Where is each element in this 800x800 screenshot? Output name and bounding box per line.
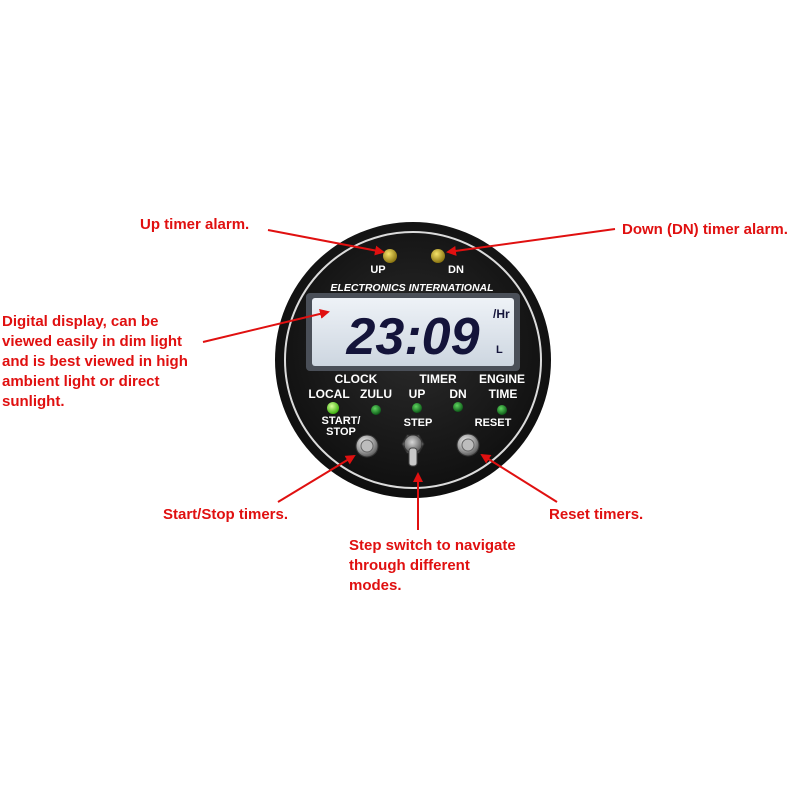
engine-time-led: [497, 405, 507, 415]
display-callout: Digital display, can be viewed easily in…: [2, 312, 188, 412]
up-alarm-led: [383, 249, 397, 263]
zulu-label: ZULU: [360, 387, 392, 401]
reset-callout: Reset timers.: [549, 506, 644, 523]
start-stop-callout: Start/Stop timers.: [163, 506, 289, 523]
display-callout-line: viewed easily in dim light: [2, 333, 183, 350]
step-callout: Step switch to navigate through differen…: [349, 536, 516, 596]
arrow-reset: [480, 453, 558, 503]
step-callout-line: through different: [349, 557, 470, 574]
reset-button[interactable]: [456, 433, 480, 457]
step-toggle-switch[interactable]: [401, 434, 425, 467]
display-callout-line: ambient light or direct: [2, 373, 160, 390]
stop-label: STOP: [326, 426, 356, 438]
arrow-up-alarm: [267, 229, 385, 256]
step-label: STEP: [404, 417, 433, 429]
timer-dn-led: [453, 402, 463, 412]
arrow-dn-alarm: [446, 228, 616, 256]
start-label: START/: [322, 415, 361, 427]
timer-label: TIMER: [419, 372, 457, 386]
lcd-unit: /Hr: [493, 307, 510, 321]
display-callout-line: Digital display, can be: [2, 313, 159, 330]
step-callout-line: Step switch to navigate: [349, 537, 516, 554]
display-callout-line: and is best viewed in high: [2, 353, 188, 370]
brand-label: ELECTRONICS INTERNATIONAL: [330, 282, 493, 294]
lcd-time: 23:09: [346, 308, 480, 366]
bezel-ring: [284, 231, 542, 489]
local-led: [327, 402, 339, 414]
step-callout-line: modes.: [349, 577, 402, 594]
timer-up-led: [412, 403, 422, 413]
engine-label: ENGINE: [479, 372, 525, 386]
arrow-start-stop: [277, 454, 356, 503]
clock-label: CLOCK: [335, 372, 378, 386]
start-stop-button[interactable]: [355, 434, 379, 458]
lcd-screen: [312, 298, 514, 366]
timer-up-label: UP: [409, 387, 426, 401]
dn-alarm-led: [431, 249, 445, 263]
local-label: LOCAL: [308, 387, 349, 401]
dn-alarm-label: DN: [448, 264, 464, 276]
timer-dn-label: DN: [449, 387, 466, 401]
lcd-mode: L: [496, 344, 503, 356]
arrow-display: [202, 309, 330, 343]
up-alarm-label: UP: [370, 264, 385, 276]
engine-time-label: TIME: [489, 387, 518, 401]
reset-label: RESET: [475, 417, 512, 429]
up-alarm-callout: Up timer alarm.: [140, 216, 250, 233]
dn-alarm-callout: Down (DN) timer alarm.: [622, 221, 788, 238]
display-callout-line: sunlight.: [2, 393, 65, 410]
zulu-led: [371, 405, 381, 415]
